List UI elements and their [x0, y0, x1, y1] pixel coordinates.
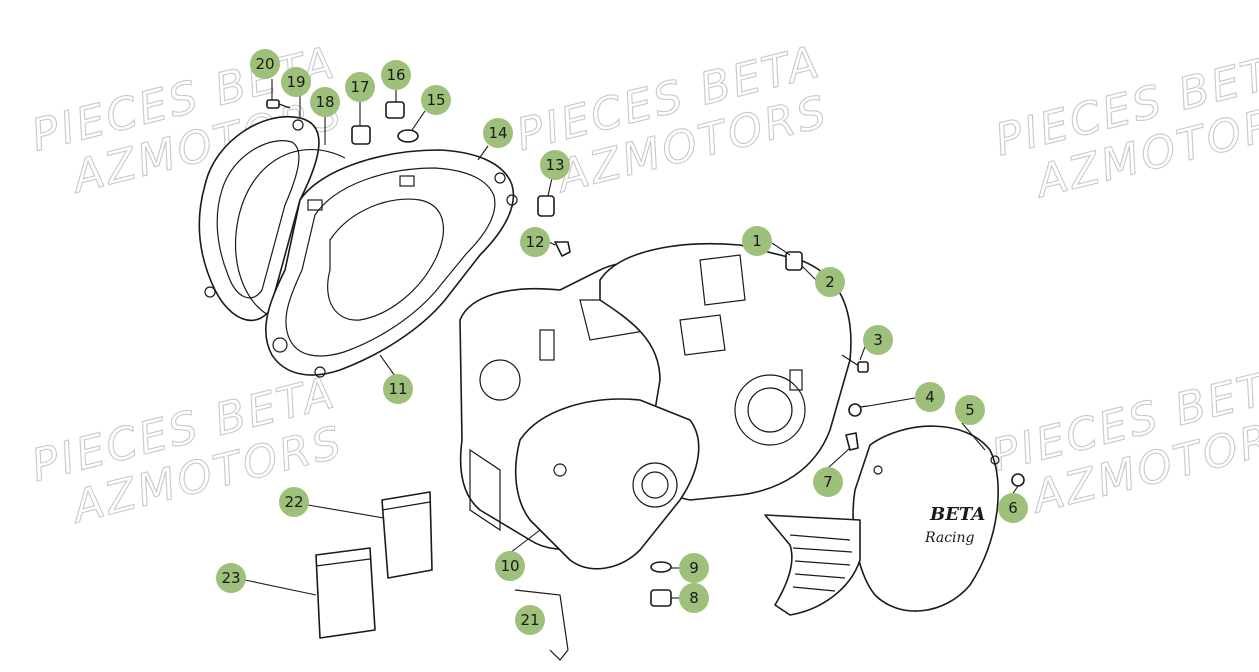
ignition-cover: BETA Racing [852, 425, 1000, 612]
callout-label: 15 [426, 91, 445, 109]
callout-16[interactable]: 16 [381, 60, 411, 90]
callout-20[interactable]: 20 [250, 49, 280, 79]
callout-17[interactable]: 17 [345, 72, 375, 102]
callout-label: 22 [284, 493, 303, 511]
callout-label: 6 [1008, 499, 1018, 517]
gasket-ring [234, 148, 346, 319]
callout-label: 16 [386, 66, 405, 84]
callout-2[interactable]: 2 [815, 267, 845, 297]
callout-label: 19 [286, 73, 305, 91]
callout-3[interactable]: 3 [863, 325, 893, 355]
callout-18[interactable]: 18 [310, 87, 340, 117]
callout-label: 8 [689, 589, 699, 607]
clutch-cover [264, 149, 518, 378]
callout-label: 1 [752, 232, 762, 250]
callout-label: 18 [315, 93, 334, 111]
crankcase-center [514, 398, 700, 570]
callout-12[interactable]: 12 [520, 227, 550, 257]
callout-14[interactable]: 14 [483, 118, 513, 148]
callout-label: 14 [488, 124, 507, 142]
callout-label: 12 [525, 233, 544, 251]
callout-13[interactable]: 13 [540, 150, 570, 180]
callout-22[interactable]: 22 [279, 487, 309, 517]
leader-lines [244, 79, 1019, 599]
callout-label: 4 [925, 388, 935, 406]
callout-9[interactable]: 9 [679, 553, 709, 583]
callout-23[interactable]: 23 [216, 563, 246, 593]
callout-label: 21 [520, 611, 539, 629]
callout-label: 7 [823, 473, 833, 491]
cover-sub-text: Racing [924, 530, 975, 546]
callout-label: 2 [825, 273, 835, 291]
callout-label: 17 [350, 78, 369, 96]
callouts: 1 2 3 4 5 6 7 8 9 10 11 12 13 14 15 16 1… [216, 49, 1028, 635]
callout-label: 23 [221, 569, 240, 587]
callout-label: 11 [388, 380, 407, 398]
callout-11[interactable]: 11 [383, 374, 413, 404]
callout-1[interactable]: 1 [742, 226, 772, 256]
callout-label: 20 [255, 55, 274, 73]
cover-brand-text: BETA [929, 504, 985, 525]
callout-5[interactable]: 5 [955, 395, 985, 425]
callout-6[interactable]: 6 [998, 493, 1028, 523]
callout-label: 10 [500, 557, 519, 575]
small-parts [266, 99, 1025, 661]
callout-15[interactable]: 15 [421, 85, 451, 115]
callout-label: 5 [965, 401, 975, 419]
callout-19[interactable]: 19 [281, 67, 311, 97]
callout-7[interactable]: 7 [813, 467, 843, 497]
callout-21[interactable]: 21 [515, 605, 545, 635]
callout-label: 3 [873, 331, 883, 349]
callout-4[interactable]: 4 [915, 382, 945, 412]
finned-cover [764, 514, 861, 616]
callout-label: 9 [689, 559, 699, 577]
callout-8[interactable]: 8 [679, 583, 709, 613]
callout-label: 13 [545, 156, 564, 174]
callout-10[interactable]: 10 [495, 551, 525, 581]
